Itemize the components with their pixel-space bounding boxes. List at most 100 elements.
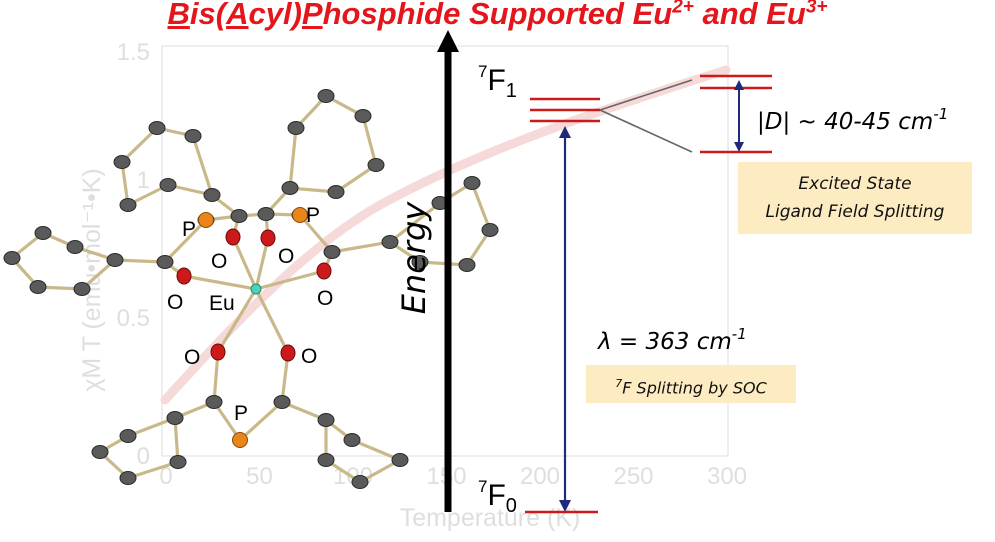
- carbon-atom: [119, 198, 137, 212]
- figure-title: Bis(Acyl)Phosphide Supported Eu2+ and Eu…: [0, 0, 995, 32]
- oxygen-atom: [225, 228, 241, 246]
- atom-label: O: [301, 345, 317, 368]
- energy-axis-label: Energy: [395, 201, 433, 315]
- splitting-connectors: [599, 79, 693, 153]
- y-tick-labels: 1.5 1 0.5 0: [117, 39, 150, 470]
- europium-atom: [250, 283, 262, 295]
- carbon-atom: [317, 453, 335, 467]
- atom-label: Eu: [209, 292, 235, 315]
- soc-arrow: [559, 126, 571, 512]
- carbon-atom: [205, 395, 223, 409]
- carbon-atom: [351, 475, 369, 489]
- x-tick-label: 200: [520, 463, 560, 490]
- phosphorus-atom: [232, 432, 248, 448]
- soc-value-label: λ = 363 cm-1: [596, 325, 747, 355]
- title-mid: and Eu: [693, 0, 806, 31]
- carbon-atom: [156, 255, 174, 269]
- zfs-label: |D| ~ 40-45 cm-1: [757, 105, 948, 135]
- atom-label: O: [184, 346, 200, 369]
- excited-state-note: Excited State Ligand Field Splitting: [738, 162, 972, 234]
- title-part: cyl): [248, 0, 302, 31]
- oxygen-atom: [260, 229, 276, 247]
- x-tick-labels: 050100150200250300: [159, 463, 747, 490]
- f1-levels: [530, 97, 600, 123]
- background-plot: 1.510.50 050100150200250300 Temperature …: [78, 39, 747, 532]
- atom-label: P: [306, 204, 320, 227]
- carbon-atom: [354, 109, 372, 123]
- carbon-atom: [119, 429, 137, 443]
- y-tick-label: 1.5: [117, 39, 150, 66]
- soc-note: 7F Splitting by SOC: [586, 365, 796, 403]
- atom-label: O: [211, 250, 227, 273]
- atom-label: O: [317, 287, 333, 310]
- carbon-atom: [381, 235, 399, 249]
- title-sup-1: 2+: [672, 0, 694, 18]
- level-f0-label: 7F0: [478, 477, 517, 517]
- carbon-atom: [281, 181, 299, 195]
- carbon-atom: [119, 471, 137, 485]
- carbon-atom: [29, 280, 47, 294]
- oxygen-atom: [210, 343, 226, 361]
- title-part: A: [226, 0, 249, 31]
- oxygen-atom: [280, 344, 296, 362]
- atoms: [3, 89, 499, 489]
- carbon-atom: [230, 209, 248, 223]
- x-tick-label: 0: [159, 463, 172, 490]
- soc-note-sup: 7: [615, 377, 623, 390]
- level-f1-label: 7F1: [478, 62, 517, 102]
- phosphorus-atom: [198, 212, 214, 228]
- carbon-atom: [273, 395, 291, 409]
- title-main: Bis(Acyl)Phosphide Supported Eu: [168, 0, 673, 31]
- x-tick-label: 250: [613, 463, 653, 490]
- carbon-atom: [3, 251, 21, 265]
- carbon-atom: [169, 455, 187, 469]
- carbon-atom: [106, 253, 124, 267]
- soc-note-text: F Splitting by SOC: [622, 378, 767, 398]
- y-tick-label: 1: [137, 167, 150, 194]
- carbon-atom: [159, 178, 177, 192]
- carbon-atom: [257, 207, 275, 221]
- atom-label: P: [234, 402, 248, 425]
- title-part: P: [301, 0, 323, 31]
- atom-label: P: [182, 218, 196, 241]
- title-part: is(: [189, 0, 227, 31]
- x-tick-label: 50: [246, 463, 273, 490]
- carbon-atom: [66, 240, 84, 254]
- oxygen-atom: [176, 267, 192, 285]
- carbon-atom: [34, 226, 52, 240]
- atom-label: O: [278, 245, 294, 268]
- chi-t-curve: [160, 65, 731, 405]
- carbon-atom: [327, 185, 345, 199]
- energy-level-diagram: Energy 7F1 7F0 |D| ~ 40-45 cm-1: [395, 30, 948, 517]
- excited-state-note-line2: Ligand Field Splitting: [765, 202, 945, 222]
- carbon-atom: [113, 155, 131, 169]
- carbon-atom: [184, 129, 202, 143]
- carbon-atom: [317, 89, 335, 103]
- zfs-arrow: [734, 80, 744, 152]
- carbon-atom: [203, 188, 221, 202]
- x-axis-label: Temperature (K): [400, 504, 581, 532]
- carbon-atom: [317, 413, 335, 427]
- carbon-atom: [391, 453, 409, 467]
- carbon-atom: [458, 258, 476, 272]
- y-tick-label: 0: [137, 443, 150, 470]
- title-part: hosphide Supported Eu: [322, 0, 673, 31]
- carbon-atom: [481, 223, 499, 237]
- energy-axis-arrowhead: [437, 30, 459, 52]
- carbon-atom: [148, 121, 166, 135]
- y-tick-label: 0.5: [117, 305, 150, 332]
- atom-label: O: [167, 291, 183, 314]
- carbon-atom: [73, 282, 91, 296]
- carbon-atom: [411, 255, 429, 269]
- carbon-atom: [166, 411, 184, 425]
- title-part: B: [167, 0, 190, 31]
- phosphorus-atom: [292, 207, 308, 223]
- x-tick-label: 300: [707, 463, 747, 490]
- carbon-atom: [91, 445, 109, 459]
- carbon-atom: [367, 158, 385, 172]
- carbon-atom: [463, 176, 481, 190]
